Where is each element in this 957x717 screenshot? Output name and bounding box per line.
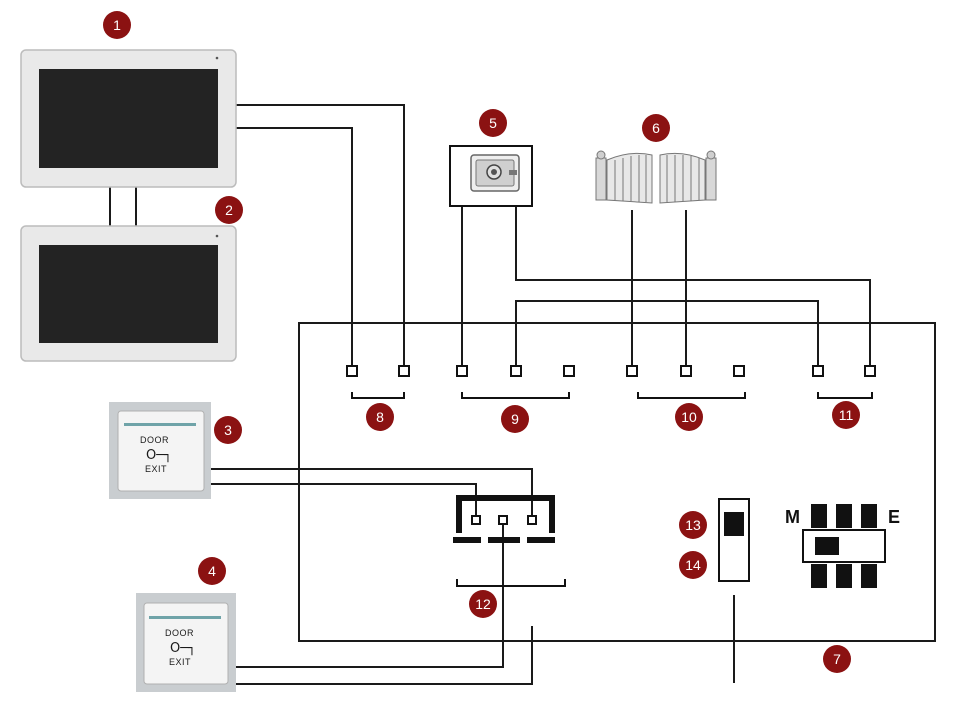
badge-14: 14 [679, 551, 707, 579]
badge-8: 8 [366, 403, 394, 431]
badge-13: 13 [679, 511, 707, 539]
svg-text:7: 7 [833, 651, 841, 667]
badge-12: 12 [469, 590, 497, 618]
power-jumper [718, 498, 750, 582]
svg-text:5: 5 [489, 115, 497, 131]
exit-terminal-block [453, 495, 555, 543]
wire-exit2-a [236, 520, 504, 668]
terminal-8b [398, 365, 410, 377]
exit-button-1-exit: EXIT [145, 464, 167, 474]
exit-button-2-exit: EXIT [169, 657, 191, 667]
wire-lock-b [515, 206, 871, 366]
terminal-9c [563, 365, 575, 377]
terminal-11a [812, 365, 824, 377]
bracket-10 [637, 392, 746, 399]
terminal-8a [346, 365, 358, 377]
wire-exit1-a [210, 468, 533, 520]
monitor-1 [20, 49, 237, 188]
svg-text:6: 6 [652, 120, 660, 136]
bracket-9 [461, 392, 570, 399]
svg-text:14: 14 [685, 557, 701, 573]
bracket-8 [351, 392, 405, 399]
svg-text:4: 4 [208, 563, 216, 579]
exit-button-1: DOOR O─┐ EXIT [109, 402, 211, 499]
terminals [346, 365, 876, 377]
svg-text:8: 8 [376, 409, 384, 425]
switch-label-e: E [888, 507, 900, 527]
exit-button-2-door: DOOR [165, 628, 194, 638]
badge-4: 4 [198, 557, 226, 585]
svg-text:3: 3 [224, 422, 232, 438]
badge-1: 1 [103, 11, 131, 39]
terminal-10b [680, 365, 692, 377]
svg-text:10: 10 [681, 409, 697, 425]
svg-text:2: 2 [225, 202, 233, 218]
switch-label-m: M [785, 507, 800, 527]
badge-10: 10 [675, 403, 703, 431]
wire-monitor-a [236, 104, 405, 366]
number-badges: 1 2 3 4 5 6 7 8 9 10 11 12 13 14 [103, 11, 860, 673]
wire-monitor-b [236, 127, 353, 366]
badge-6: 6 [642, 114, 670, 142]
exit-button-1-key: O─┐ [146, 448, 172, 463]
terminal-9b [510, 365, 522, 377]
mode-switch: M E [785, 504, 900, 588]
svg-text:9: 9 [511, 411, 519, 427]
exit-button-1-door: DOOR [140, 435, 169, 445]
monitor-2 [20, 225, 237, 362]
terminal-10a [626, 365, 638, 377]
svg-text:1: 1 [113, 17, 121, 33]
exit-button-2-key: O─┐ [170, 641, 196, 656]
svg-text:11: 11 [839, 407, 854, 423]
terminal-10c [733, 365, 745, 377]
badge-7: 7 [823, 645, 851, 673]
badge-9: 9 [501, 405, 529, 433]
bracket-12 [456, 579, 566, 587]
wire-exit2-b [236, 626, 533, 685]
wire-jumper [515, 300, 819, 366]
bracket-11 [817, 392, 873, 399]
badge-2: 2 [215, 196, 243, 224]
terminal-11b [864, 365, 876, 377]
electric-lock-icon [449, 145, 533, 207]
svg-text:12: 12 [475, 596, 491, 612]
exit-button-2: DOOR O─┐ EXIT [136, 593, 236, 692]
terminal-9a [456, 365, 468, 377]
badge-3: 3 [214, 416, 242, 444]
badge-5: 5 [479, 109, 507, 137]
svg-text:13: 13 [685, 517, 701, 533]
wire-exit1-b [210, 483, 477, 520]
control-box [298, 322, 936, 642]
brackets [351, 392, 873, 587]
badge-11: 11 [832, 401, 860, 429]
gate-icon [595, 150, 717, 204]
